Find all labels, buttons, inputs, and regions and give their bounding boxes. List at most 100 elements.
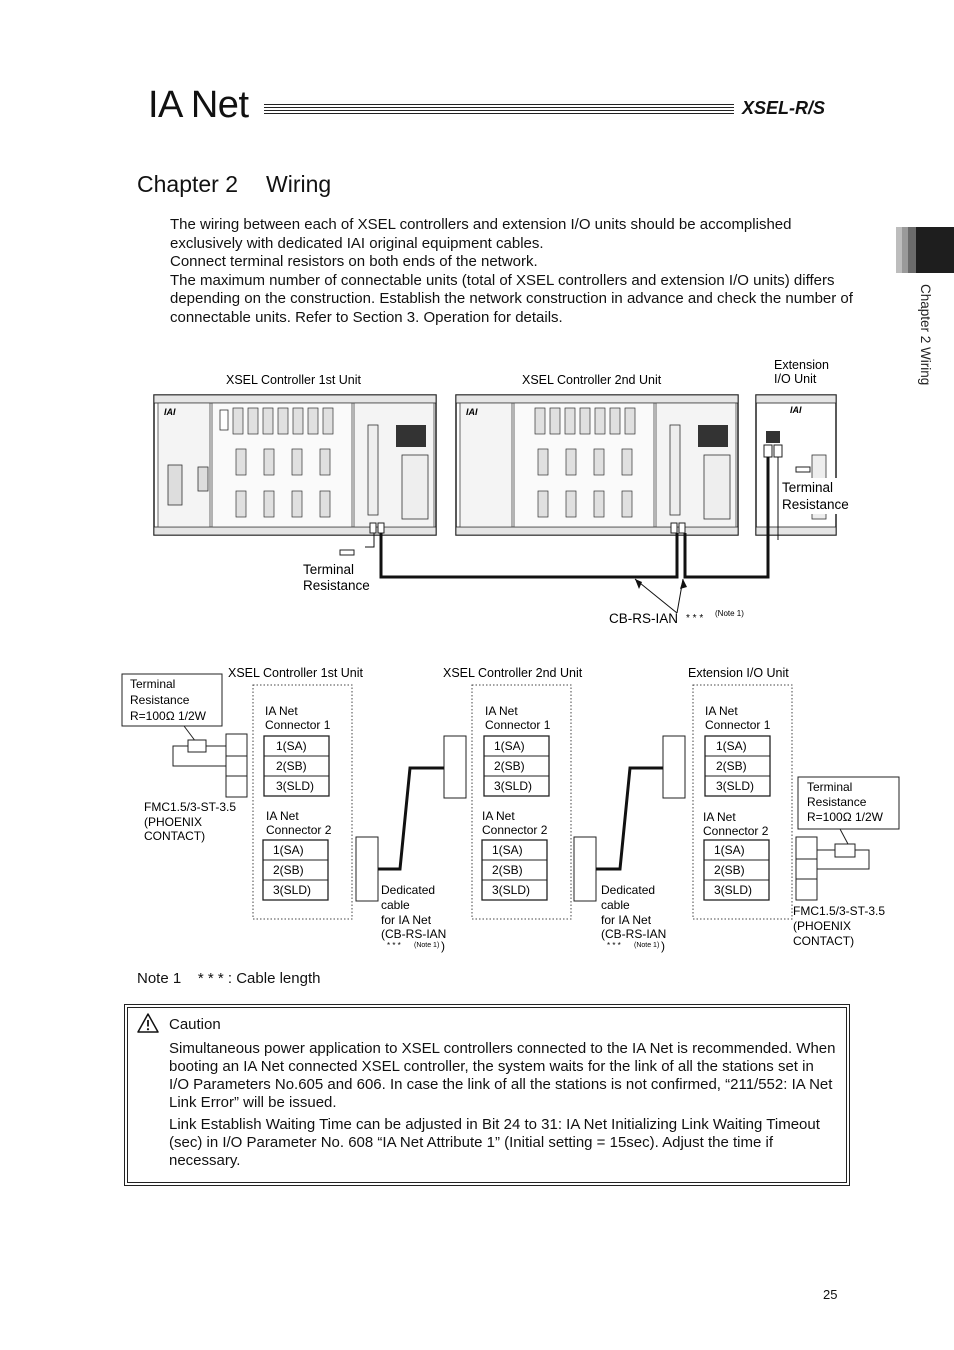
svg-text:1(SA): 1(SA) <box>492 843 523 857</box>
svg-text:(PHOENIX: (PHOENIX <box>793 919 851 933</box>
section-title: IA Net <box>148 84 249 126</box>
svg-text:1(SA): 1(SA) <box>273 843 304 857</box>
svg-text:2(SB): 2(SB) <box>714 863 745 877</box>
unit1-label: XSEL Controller 1st Unit <box>228 666 364 680</box>
cable-pointer <box>634 578 678 614</box>
svg-text:1(SA): 1(SA) <box>494 739 525 753</box>
unit1-frame <box>252 684 353 920</box>
note-1: Note 1 * * * : Cable length <box>137 970 320 987</box>
terminal-label-left: Terminal <box>303 562 354 577</box>
cable-model-label: CB-RS-IAN <box>609 611 678 626</box>
svg-text:(CB-RS-IAN: (CB-RS-IAN <box>381 927 446 941</box>
svg-text:2(SB): 2(SB) <box>273 863 304 877</box>
page-number: 25 <box>823 1287 838 1302</box>
unit1-label: XSEL Controller 1st Unit <box>226 373 362 387</box>
brand-logo: IAI <box>164 407 176 417</box>
note-label: Note 1 <box>137 970 182 987</box>
fmc-label: (PHOENIX <box>144 815 202 829</box>
svg-text:(Note 1): (Note 1) <box>634 942 659 949</box>
note-text: * * * : Cable length <box>197 970 321 987</box>
svg-text:): ) <box>661 939 665 953</box>
product-name: XSEL-R/S <box>742 98 826 118</box>
brand-logo: IAI <box>466 407 478 417</box>
fmc-label: CONTACT) <box>144 829 205 843</box>
svg-text:2(SB): 2(SB) <box>276 759 307 773</box>
chapter-title: Wiring <box>266 171 332 197</box>
intro-text: The wiring between each of XSEL controll… <box>170 216 860 327</box>
svg-text:for IA Net: for IA Net <box>601 913 652 927</box>
terminal-label: Terminal <box>130 677 175 691</box>
ext-label: Extension <box>774 358 829 372</box>
svg-text:Connector 1: Connector 1 <box>265 718 331 732</box>
svg-text:IA Net: IA Net <box>482 809 515 823</box>
xsel-controller-1-drawing: IAI <box>153 394 437 536</box>
svg-text:3(SLD): 3(SLD) <box>714 883 752 897</box>
terminal-value: R=100Ω 1/2W <box>130 709 207 723</box>
header-rule <box>264 107 734 108</box>
intro-paragraph: Connect terminal resistors on both ends … <box>170 253 538 270</box>
svg-text:Connector 2: Connector 2 <box>703 824 769 838</box>
svg-text:Dedicated: Dedicated <box>381 883 435 897</box>
svg-text:3(SLD): 3(SLD) <box>273 883 311 897</box>
ext-label: I/O Unit <box>774 372 817 386</box>
unit2-connectors: IA Net Connector 1 1(SA) 2(SB) 3(SLD) IA… <box>481 704 551 901</box>
ia-net-cable <box>379 533 679 579</box>
svg-text:1(SA): 1(SA) <box>716 739 747 753</box>
xsel-controller-2-drawing: IAI <box>455 394 739 536</box>
note-ref: (Note 1) <box>715 609 744 618</box>
unit2-frame <box>471 684 572 920</box>
svg-text:Connector 1: Connector 1 <box>485 718 551 732</box>
chapter-heading: Chapter 2 Wiring <box>137 171 331 198</box>
terminal-label-right: Resistance <box>782 497 849 512</box>
svg-text:FMC1.5/3-ST-3.5: FMC1.5/3-ST-3.5 <box>793 904 885 918</box>
chapter-tab-marker <box>896 227 954 273</box>
fmc-label: FMC1.5/3-ST-3.5 <box>144 800 236 814</box>
ext-label: Extension I/O Unit <box>688 666 789 680</box>
terminal-resistance-wire <box>365 533 375 548</box>
terminal-label-right: Terminal <box>782 480 833 495</box>
svg-text:): ) <box>441 939 445 953</box>
chapter-number: Chapter 2 <box>137 171 239 197</box>
ext-connectors: IA Net Connector 1 1(SA) 2(SB) 3(SLD) IA… <box>703 704 771 901</box>
svg-text:* * *: * * * <box>607 941 621 950</box>
unit2-label: XSEL Controller 2nd Unit <box>522 373 662 387</box>
svg-text:for IA Net: for IA Net <box>381 913 432 927</box>
side-chapter-label: Chapter 2 Wiring <box>918 284 933 386</box>
ext-frame <box>692 684 793 920</box>
svg-text:1(SA): 1(SA) <box>714 843 745 857</box>
intro-paragraph: The maximum number of connectable units … <box>170 271 853 326</box>
svg-text:Connector 2: Connector 2 <box>482 823 548 837</box>
svg-text:Connector 2: Connector 2 <box>266 823 332 837</box>
caution-box <box>124 1004 850 1186</box>
terminal-label-left: Resistance <box>303 578 370 593</box>
svg-text:IA Net: IA Net <box>266 809 299 823</box>
unit2-label: XSEL Controller 2nd Unit <box>443 666 583 680</box>
svg-text:3(SLD): 3(SLD) <box>276 779 314 793</box>
svg-text:cable: cable <box>381 898 410 912</box>
caution-body: Simultaneous power application to XSEL c… <box>169 1040 837 1174</box>
header-rule <box>264 104 734 105</box>
svg-text:(CB-RS-IAN: (CB-RS-IAN <box>601 927 666 941</box>
svg-text:IA Net: IA Net <box>705 704 738 718</box>
caution-paragraph: Link Establish Waiting Time can be adjus… <box>169 1116 820 1169</box>
svg-text:3(SLD): 3(SLD) <box>716 779 754 793</box>
unit1-connectors: IA Net Connector 1 1(SA) 2(SB) 3(SLD) IA… <box>262 704 332 901</box>
terminal-label: Resistance <box>130 693 190 707</box>
svg-text:R=100Ω 1/2W: R=100Ω 1/2W <box>807 810 884 824</box>
header-rule <box>264 113 734 114</box>
dedicated-cable-2: Dedicated cable for IA Net (CB-RS-IAN * … <box>573 735 686 953</box>
network-front-view-figure: IAI IAI IAI <box>153 358 860 626</box>
svg-text:3(SLD): 3(SLD) <box>492 883 530 897</box>
wiring-schematic-figure: XSEL Controller 1st Unit XSEL Controller… <box>121 666 900 953</box>
caution-title: Caution <box>169 1016 221 1033</box>
svg-text:3(SLD): 3(SLD) <box>494 779 532 793</box>
warning-icon <box>137 1013 159 1033</box>
caution-paragraph: Simultaneous power application to XSEL c… <box>169 1040 836 1111</box>
svg-text:CONTACT): CONTACT) <box>793 934 854 948</box>
svg-text:IA Net: IA Net <box>703 810 736 824</box>
cable-length-placeholder: * * * <box>686 613 703 624</box>
header-rule <box>264 110 734 111</box>
svg-text:Dedicated: Dedicated <box>601 883 655 897</box>
terminal-resistance-symbol <box>339 549 355 556</box>
brand-logo: IAI <box>790 405 802 415</box>
